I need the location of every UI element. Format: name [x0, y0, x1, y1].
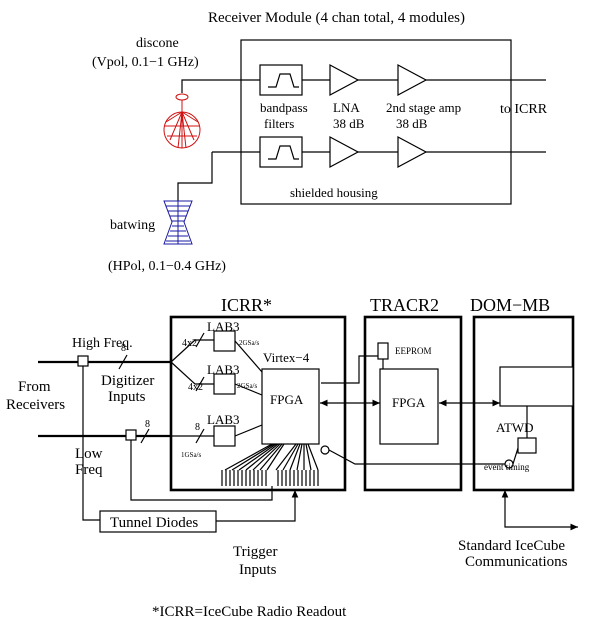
dom-mb-title: DOM−MB — [470, 295, 550, 315]
icrr-title: ICRR* — [221, 295, 272, 315]
atwd-chip — [517, 437, 537, 454]
lab3-label-2: LAB3 — [207, 362, 240, 377]
lna-label: LNA — [333, 100, 360, 115]
batwing-polarization-label: (HPol, 0.1−0.4 GHz) — [108, 259, 226, 274]
lab3-mid-input-count: 4x2 — [188, 382, 203, 393]
bandpass-filter-1 — [259, 64, 303, 96]
dom-mb-processor — [499, 366, 574, 407]
bandpass-filter-2 — [259, 136, 303, 168]
tunnel-diode-to-icrr — [216, 490, 299, 522]
second-stage-amp-gain-label: 38 dB — [396, 116, 428, 131]
lab3-3-to-fpga — [234, 424, 263, 437]
lab3-low-slash — [195, 428, 205, 444]
trigger-line-fan — [221, 443, 319, 486]
icrr-eeprom-link — [321, 355, 378, 384]
receiver-module-title: Receiver Module (4 chan total, 4 modules… — [208, 10, 465, 26]
discone-polarization-label: (Vpol, 0.1−1 GHz) — [92, 55, 199, 70]
low-freq-bus-slash — [140, 428, 150, 444]
lna-gain-label: 38 dB — [333, 116, 365, 131]
digitizer-label: Digitizer — [101, 373, 154, 389]
footnote: *ICRR=IceCube Radio Readout — [152, 604, 347, 620]
batwing-label: batwing — [110, 218, 155, 233]
second-stage-amp-2 — [397, 135, 428, 169]
lab3-1-to-fpga — [234, 340, 263, 373]
comm-label-1: Standard IceCube — [458, 538, 565, 554]
lab3-label-1: LAB3 — [207, 319, 240, 334]
lab3-chip-1 — [213, 330, 236, 352]
high-freq-bus-width: 8 — [121, 343, 126, 354]
to-icrr-label: to ICRR — [500, 102, 548, 117]
lab3-low-input-count: 8 — [195, 422, 200, 433]
low-freq-label-1: Low — [75, 446, 103, 462]
high-freq-label: High Freq. — [72, 336, 133, 351]
second-stage-amp-label: 2nd stage amp — [386, 100, 461, 115]
low-freq-bus-width: 8 — [145, 419, 150, 430]
icrr-fpga-chip — [261, 368, 320, 445]
trigger-inputs-label: Inputs — [239, 562, 277, 578]
virtex4-label: Virtex−4 — [263, 350, 310, 365]
tracr2-fpga-label: FPGA — [392, 395, 426, 410]
atwd-cable-end — [512, 447, 519, 465]
from-label: From — [18, 379, 51, 395]
lab3-label-3: LAB3 — [207, 412, 240, 427]
lna-amplifier-2 — [329, 135, 360, 169]
eeprom-chip — [377, 342, 389, 360]
batwing-antenna-icon — [163, 200, 193, 245]
lab3-rate-2: 2GSa/s — [237, 382, 258, 390]
receivers-label: Receivers — [6, 397, 65, 413]
tunnel-diodes-label: Tunnel Diodes — [110, 515, 198, 531]
eeprom-label: EEPROM — [395, 346, 432, 356]
tracr2-title: TRACR2 — [370, 295, 439, 315]
inputs-label: Inputs — [108, 389, 146, 405]
lab3-chip-3 — [213, 425, 236, 447]
bandpass-label: bandpass — [260, 100, 308, 115]
batwing-feed-line — [177, 152, 213, 201]
low-freq-trigger-tap — [130, 440, 273, 501]
filters-label: filters — [264, 116, 294, 131]
lab3-top-slash — [195, 332, 205, 348]
lab3-rate-3: 1GSa/s — [181, 451, 202, 459]
shielded-housing-label: shielded housing — [290, 185, 378, 200]
lab3-fan-top — [170, 339, 214, 363]
icecube-comm-line — [501, 490, 578, 531]
high-freq-bus-slash — [118, 354, 128, 370]
discone-feed-line — [181, 79, 212, 93]
lab3-chip-2 — [213, 373, 236, 395]
lab3-mid-slash — [195, 376, 205, 392]
lab3-top-input-count: 4x2 — [182, 338, 197, 349]
low-freq-label-2: Freq — [75, 462, 103, 478]
lna-amplifier-1 — [329, 63, 360, 97]
discone-antenna-icon — [163, 93, 201, 149]
tracr2-fpga-chip — [379, 368, 439, 445]
second-stage-amp-1 — [397, 63, 428, 97]
trigger-label: Trigger — [233, 544, 277, 560]
lab3-fan-mid — [170, 361, 214, 385]
high-freq-splitter — [77, 355, 89, 367]
icrr-fpga-label: FPGA — [270, 392, 304, 407]
lab3-2-to-fpga — [234, 383, 263, 396]
comm-label-2: Communications — [465, 554, 568, 570]
atwd-label: ATWD — [496, 420, 534, 435]
high-freq-trigger-tap — [82, 366, 100, 521]
icrr-atwd-cable — [328, 449, 505, 465]
lab3-rate-1: 2GSa/s — [239, 339, 260, 347]
low-freq-splitter — [125, 429, 137, 441]
discone-label: discone — [136, 36, 179, 51]
